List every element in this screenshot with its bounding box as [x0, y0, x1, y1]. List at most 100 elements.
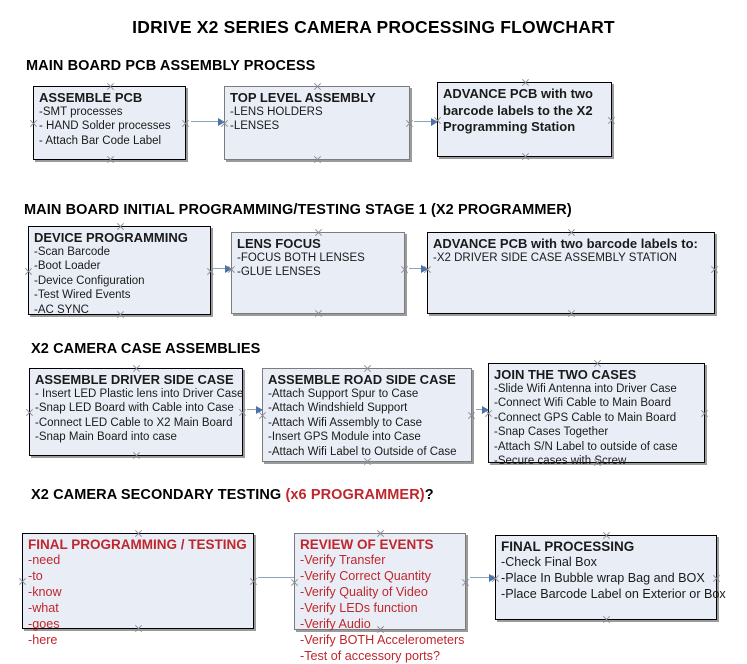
connector-road-side-to-join-cases — [476, 405, 489, 414]
node-assemble-driver-side-case[interactable]: ASSEMBLE DRIVER SIDE CASE - Insert LED P… — [29, 368, 243, 456]
node-line: -AC SYNC — [34, 303, 89, 316]
node-line: - Insert LED Plastic lens into Driver Ca… — [35, 388, 244, 400]
node-line: -Verify Quality of Video — [300, 585, 428, 599]
node-device-programming[interactable]: DEVICE PROGRAMMING -Scan Barcode -Boot L… — [28, 226, 211, 316]
node-line: - HAND Solder processes — [39, 120, 171, 133]
node-line: -Scan Barcode — [34, 246, 111, 258]
node-line: -Verify Transfer — [300, 553, 386, 567]
handle-bottom-icon[interactable] — [132, 451, 141, 460]
node-line: -Verify LEDs function — [300, 601, 418, 615]
handle-left-icon[interactable] — [29, 119, 38, 128]
node-line: -know — [28, 585, 62, 599]
node-line-overflow: -Test of accessory ports? — [300, 649, 440, 663]
node-line: -Attach Wifi Label to Outside of Case — [268, 445, 457, 458]
node-title: DEVICE PROGRAMMING — [34, 230, 188, 245]
node-lens-focus[interactable]: LENS FOCUS -FOCUS BOTH LENSES -GLUE LENS… — [231, 232, 405, 314]
node-assemble-pcb[interactable]: ASSEMBLE PCB -SMT processes - HAND Solde… — [33, 86, 186, 160]
handle-right-icon[interactable] — [400, 265, 409, 274]
node-line: -LENS HOLDERS — [230, 106, 323, 118]
node-line: -Snap LED Board with Cable into Case — [35, 402, 234, 415]
node-line: -what — [28, 601, 59, 615]
section-heading-x2-camera-case-assemblies: X2 CAMERA CASE ASSEMBLIES — [31, 341, 261, 357]
connector-driver-side-to-road-side — [247, 405, 263, 414]
node-line: -Place In Bubble wrap Bag and BOX — [501, 571, 705, 585]
node-title: LENS FOCUS — [237, 236, 321, 251]
node-line: -Insert GPS Module into Case — [268, 431, 421, 444]
node-title: FINAL PROCESSING — [501, 539, 635, 554]
handle-left-icon[interactable] — [24, 267, 33, 276]
connector-review-to-final-processing — [470, 573, 496, 582]
handle-right-icon[interactable] — [467, 411, 476, 420]
node-line: -Place Barcode Label on Exterior or Box — [501, 587, 726, 601]
connector-device-programming-to-lens-focus — [214, 264, 232, 273]
handle-bottom-icon[interactable] — [106, 155, 115, 164]
handle-bottom-icon[interactable] — [313, 155, 322, 164]
node-title: ADVANCE PCB with two barcode labels to: — [433, 236, 698, 251]
node-join-the-two-cases[interactable]: JOIN THE TWO CASES -Slide Wifi Antenna i… — [488, 363, 705, 467]
section-heading-accent: (x6 PROGRAMMER) — [285, 487, 425, 503]
node-line: -here — [28, 633, 58, 647]
node-line: -GLUE LENSES — [237, 266, 321, 279]
handle-left-icon[interactable] — [18, 577, 27, 586]
section-heading-x2-camera-secondary-testing: X2 CAMERA SECONDARY TESTING (x6 PROGRAMM… — [31, 487, 434, 503]
node-review-of-events[interactable]: REVIEW OF EVENTS -Verify Transfer -Verif… — [294, 533, 466, 663]
node-line: -Verify Correct Quantity — [300, 569, 431, 583]
handle-right-icon[interactable] — [405, 119, 414, 128]
handle-right-icon[interactable] — [700, 409, 709, 418]
node-assemble-road-side-case[interactable]: ASSEMBLE ROAD SIDE CASE -Attach Support … — [262, 368, 472, 462]
node-final-processing[interactable]: FINAL PROCESSING -Check Final Box -Place… — [495, 535, 726, 620]
node-line: -Attach Wifi Assembly to Case — [268, 416, 423, 429]
handle-left-icon[interactable] — [25, 408, 34, 417]
section-heading-tail: ? — [424, 487, 434, 503]
node-title: REVIEW OF EVENTS — [300, 537, 434, 552]
node-title: ASSEMBLE DRIVER SIDE CASE — [35, 372, 234, 387]
node-title: FINAL PROGRAMMING / TESTING — [28, 537, 247, 552]
section-heading-main-board-pcb-assembly: MAIN BOARD PCB ASSEMBLY PROCESS — [26, 58, 316, 74]
node-line: -Check Final Box — [501, 555, 597, 569]
node-line: -X2 DRIVER SIDE CASE ASSEMBLY STATION — [433, 252, 677, 264]
node-line: -Attach Support Spur to Case — [268, 388, 419, 400]
node-title: ASSEMBLE PCB — [39, 90, 143, 105]
node-advance-pcb-to-driver-side-case[interactable]: ADVANCE PCB with two barcode labels to: … — [427, 232, 715, 314]
handle-left-icon[interactable] — [290, 578, 299, 587]
handle-right-icon[interactable] — [249, 577, 258, 586]
node-line: -Test Wired Events — [34, 289, 131, 302]
connector-top-level-to-advance-pcb — [414, 117, 438, 126]
handle-right-icon[interactable] — [710, 265, 719, 274]
node-title: ASSEMBLE ROAD SIDE CASE — [268, 372, 456, 387]
node-line: -Device Configuration — [34, 274, 145, 287]
node-line: -Attach S/N Label to outside of case — [494, 440, 678, 453]
node-line: -Verify BOTH Accelerometers — [300, 633, 465, 647]
handle-right-icon[interactable] — [181, 119, 190, 128]
node-line: -Connect LED Cable to X2 Main Board — [35, 416, 233, 429]
node-line: -need — [28, 553, 61, 567]
node-line: -FOCUS BOTH LENSES — [237, 252, 365, 264]
node-line: -Attach Windshield Support — [268, 402, 408, 415]
connector-final-programming-to-review — [258, 577, 294, 578]
node-title: JOIN THE TWO CASES — [494, 367, 637, 382]
node-line: -to — [28, 569, 43, 583]
node-line: -Boot Loader — [34, 260, 101, 273]
node-line: -goes — [28, 617, 60, 631]
handle-bottom-icon[interactable] — [314, 309, 323, 318]
connector-lens-focus-to-advance-pcb — [409, 264, 428, 273]
handle-right-icon[interactable] — [238, 408, 247, 417]
handle-right-icon[interactable] — [607, 116, 616, 125]
node-line: -Snap Cases Together — [494, 426, 609, 439]
node-line: -LENSES — [230, 120, 280, 133]
node-title: TOP LEVEL ASSEMBLY — [230, 90, 376, 105]
handle-bottom-icon[interactable] — [567, 309, 576, 318]
handle-bottom-icon[interactable] — [521, 152, 530, 161]
handle-right-icon[interactable] — [461, 578, 470, 587]
node-line: -Connect GPS Cable to Main Board — [494, 411, 677, 424]
node-top-level-assembly[interactable]: TOP LEVEL ASSEMBLY -LENS HOLDERS -LENSES — [224, 86, 410, 160]
page-title: IDRIVE X2 SERIES CAMERA PROCESSING FLOWC… — [132, 17, 615, 37]
section-heading-main-board-initial-programming: MAIN BOARD INITIAL PROGRAMMING/TESTING S… — [24, 202, 572, 218]
section-heading-text: X2 CAMERA SECONDARY TESTING — [31, 487, 286, 503]
node-final-programming-testing[interactable]: FINAL PROGRAMMING / TESTING -need -to -k… — [22, 533, 254, 647]
handle-right-icon[interactable] — [712, 574, 721, 583]
node-line: -Slide Wifi Antenna into Driver Case — [494, 383, 677, 395]
node-advance-pcb-to-x2-programming-station[interactable]: ADVANCE PCB with two barcode labels to t… — [437, 82, 612, 157]
handle-bottom-icon[interactable] — [602, 615, 611, 624]
